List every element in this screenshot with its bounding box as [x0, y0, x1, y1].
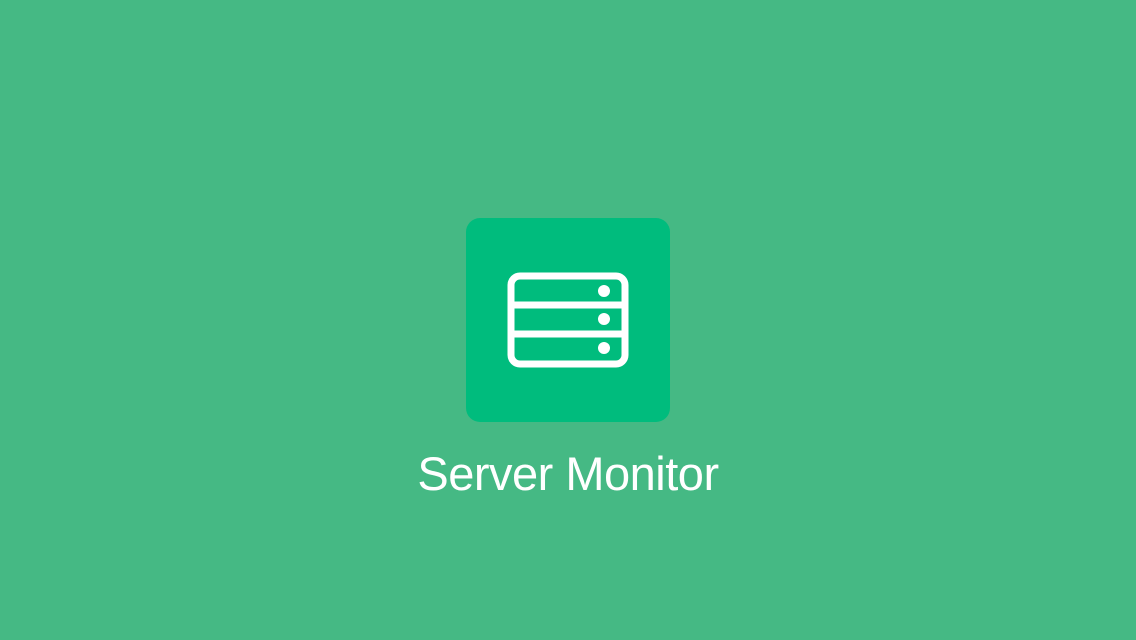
app-name-title: Server Monitor [417, 447, 719, 500]
app-logo-tile [466, 218, 670, 422]
server-stack-icon [507, 272, 629, 368]
